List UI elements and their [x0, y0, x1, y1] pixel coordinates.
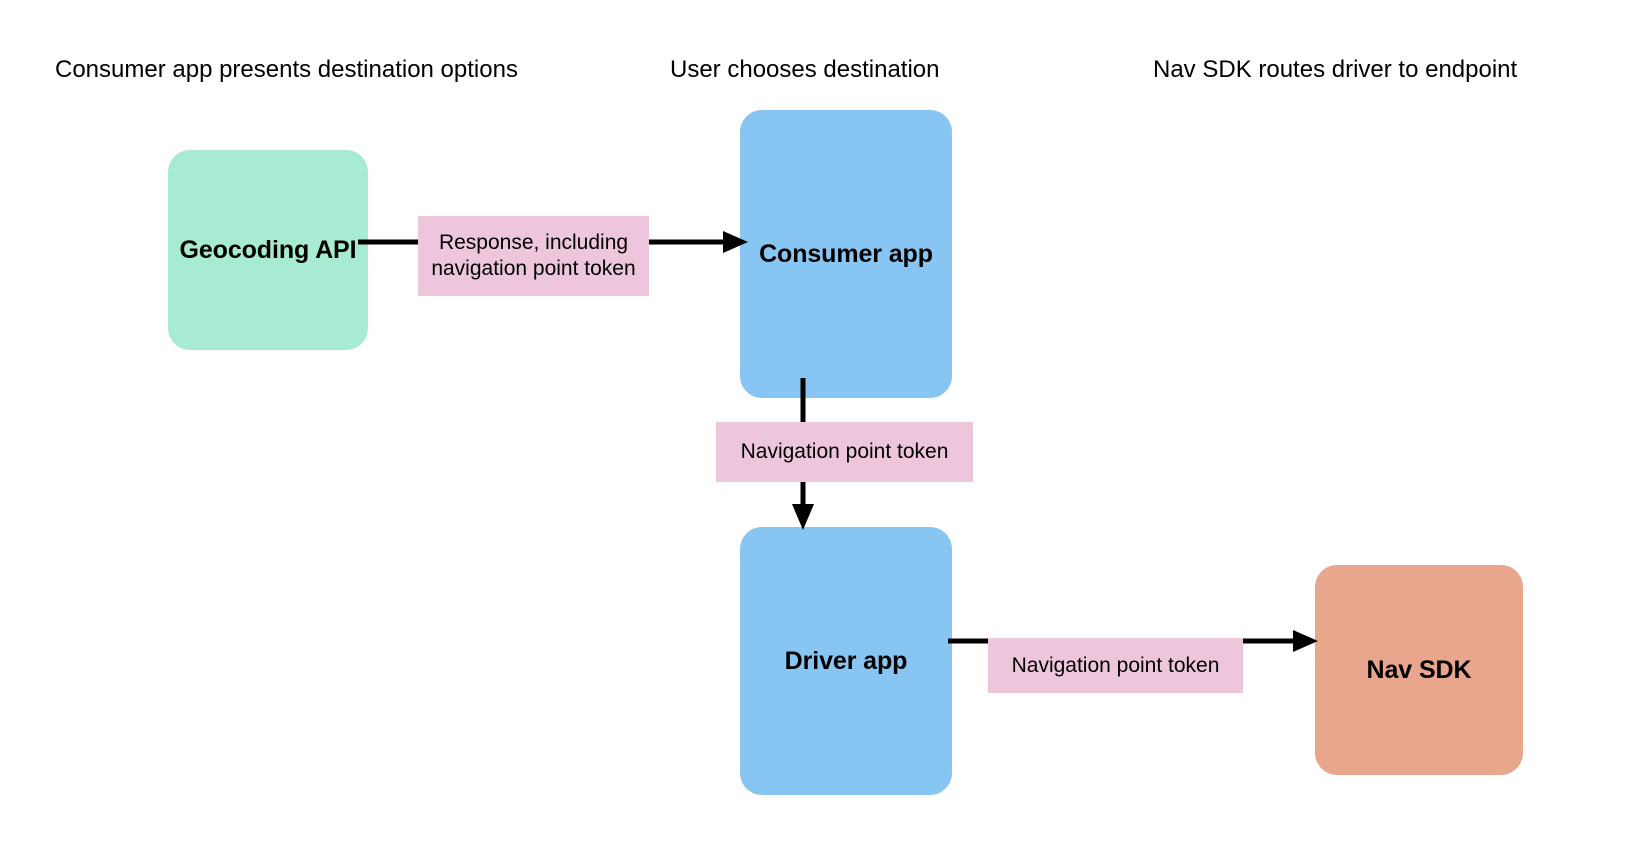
node-driver-app[interactable]: Driver app	[740, 527, 952, 795]
column-header-nav-sdk-routes: Nav SDK routes driver to endpoint	[1153, 56, 1518, 83]
edge-label-response-token: Response, including navigation point tok…	[418, 216, 649, 296]
column-header-user-chooses: User chooses destination	[670, 56, 940, 83]
node-driver-app-label: Driver app	[784, 646, 908, 675]
node-geocoding-api-label: Geocoding API	[179, 235, 357, 264]
edge-label-nav-token-vertical-text: Navigation point token	[740, 440, 949, 463]
node-consumer-app[interactable]: Consumer app	[740, 110, 952, 398]
node-nav-sdk-label: Nav SDK	[1366, 655, 1472, 684]
edge-label-nav-token-horizontal: Navigation point token	[988, 638, 1243, 693]
edge-label-nav-token-horizontal-text: Navigation point token	[1011, 653, 1220, 677]
edge-label-response-token-text: Response, including navigation point tok…	[431, 231, 636, 280]
node-nav-sdk[interactable]: Nav SDK	[1315, 565, 1523, 775]
column-header-consumer-app: Consumer app presents destination option…	[55, 56, 518, 83]
node-geocoding-api[interactable]: Geocoding API	[168, 150, 368, 350]
edge-label-nav-token-vertical: Navigation point token	[716, 422, 973, 482]
node-consumer-app-label: Consumer app	[759, 239, 933, 268]
